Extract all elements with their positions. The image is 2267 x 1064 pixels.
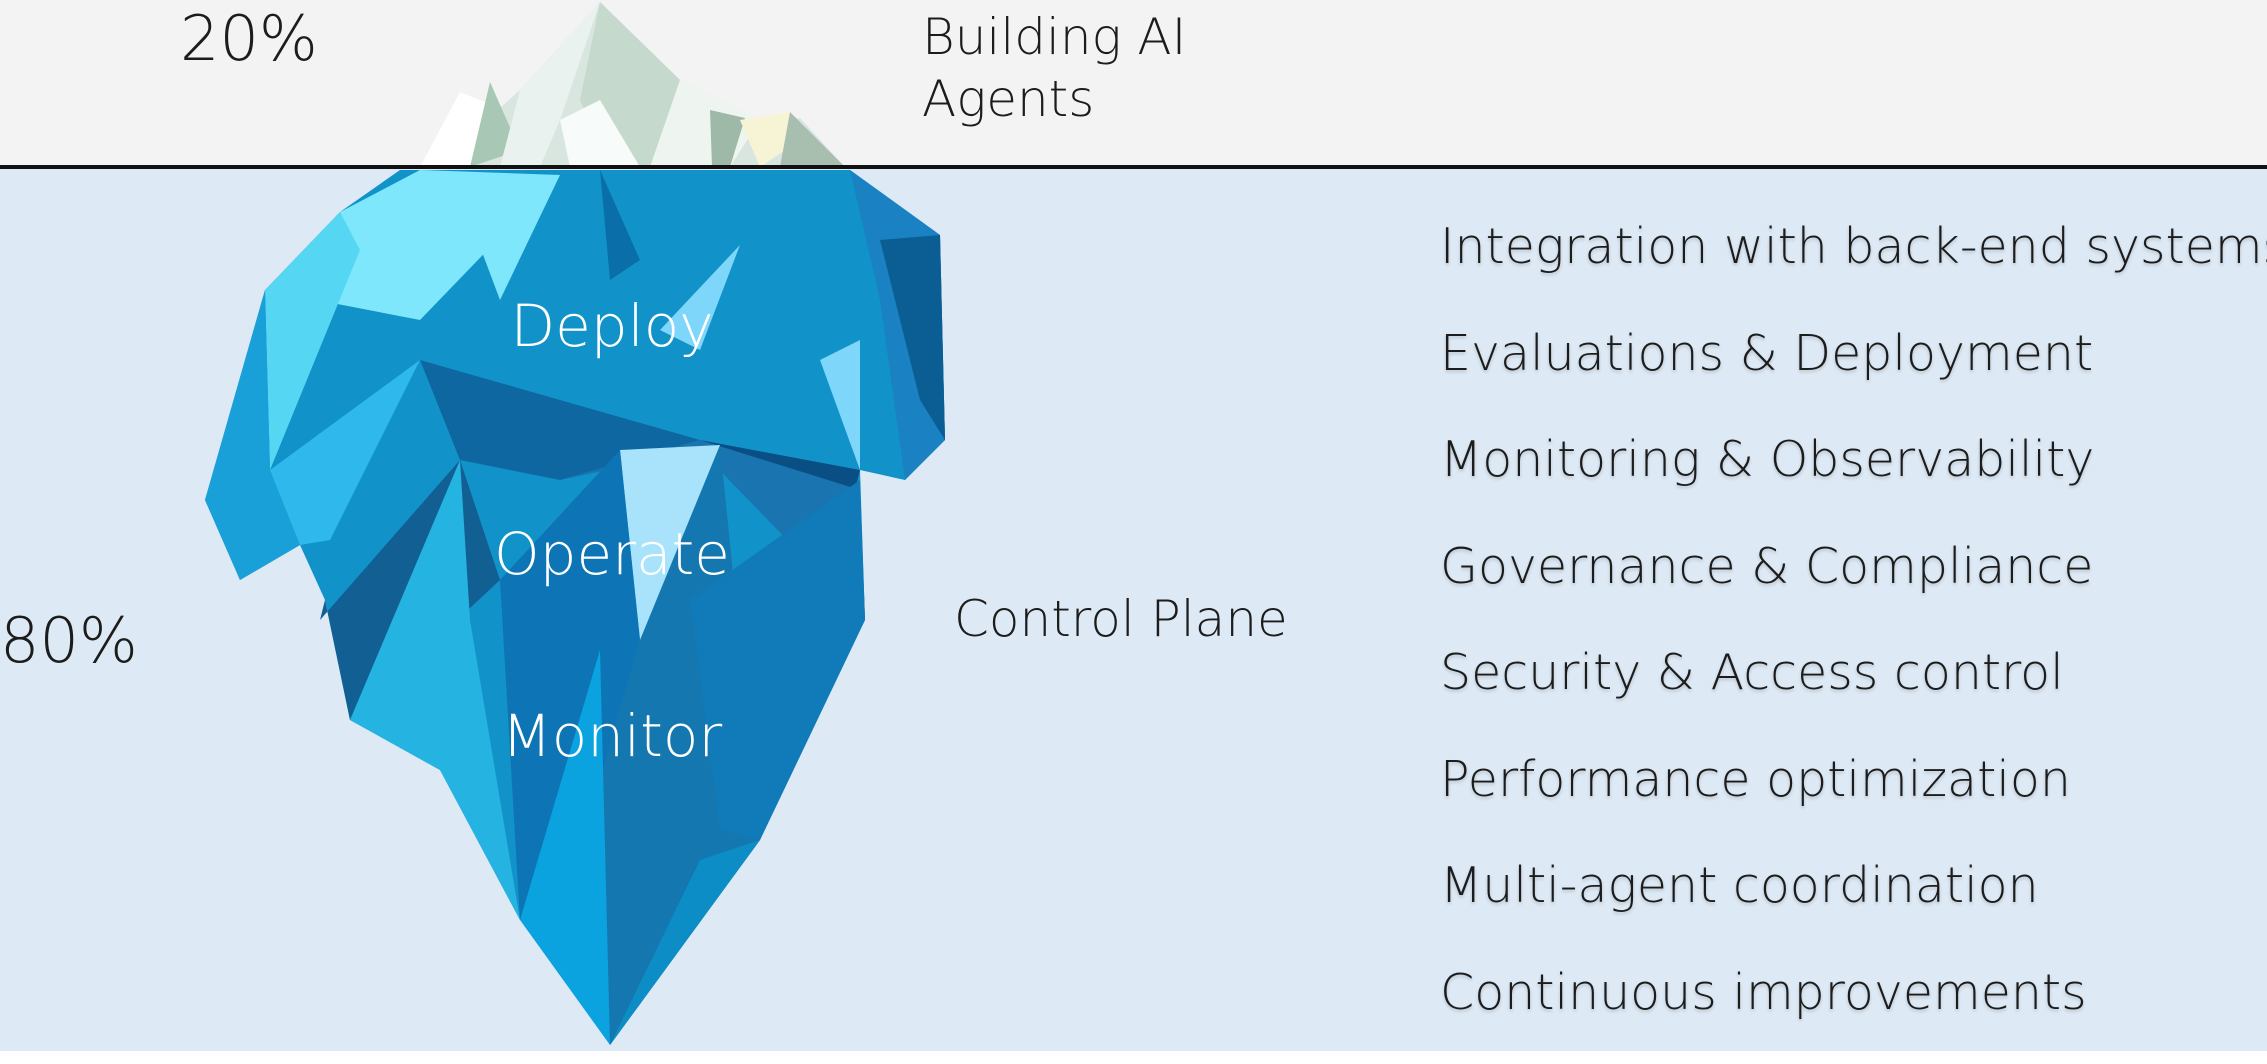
list-item: Multi-agent coordination — [1440, 851, 2267, 958]
tip-label-line-2: Agents — [922, 68, 1186, 130]
monitor-label: Monitor — [432, 702, 792, 770]
list-item: Monitoring & Observability — [1440, 425, 2267, 532]
tip-label: Building AI Agents — [922, 6, 1186, 130]
list-item: Integration with back-end systems — [1440, 212, 2267, 319]
operate-label: Operate — [432, 520, 792, 588]
list-item: Security & Access control — [1440, 638, 2267, 745]
tip-label-line-1: Building AI — [922, 6, 1186, 68]
deploy-label: Deploy — [432, 292, 792, 360]
waterline — [0, 165, 2267, 169]
bottom-percentage: 80% — [0, 604, 138, 677]
list-item: Evaluations & Deployment — [1440, 319, 2267, 426]
capability-list: Integration with back-end systems Evalua… — [1440, 212, 2267, 1064]
iceberg-tip — [420, 2, 845, 167]
control-plane-label: Control Plane — [954, 590, 1288, 648]
list-item: Governance & Compliance — [1440, 532, 2267, 639]
top-percentage: 20% — [180, 2, 318, 75]
list-item: Continuous improvements — [1440, 958, 2267, 1064]
list-item: Performance optimization — [1440, 745, 2267, 852]
